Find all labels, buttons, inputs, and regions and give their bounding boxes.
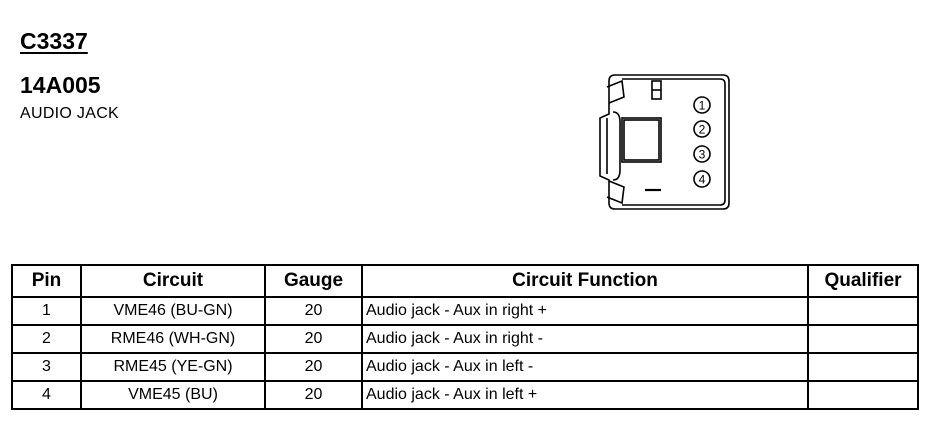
part-description: AUDIO JACK (20, 105, 120, 122)
table-header-row: Pin Circuit Gauge Circuit Function Quali… (11, 264, 919, 298)
pin-2-marker (693, 120, 711, 138)
qualifier-cell (807, 352, 919, 382)
gauge-cell: 20 (264, 352, 363, 382)
connector-face-diagram: 1 2 3 4 (599, 74, 730, 210)
function-cell: Audio jack - Aux in left + (361, 380, 809, 410)
upper-clip (606, 79, 625, 104)
header-pin: Pin (11, 264, 82, 298)
function-cell: Audio jack - Aux in left - (361, 352, 809, 382)
table-row: 1 VME46 (BU-GN) 20 Audio jack - Aux in r… (11, 296, 919, 326)
table-row: 4 VME45 (BU) 20 Audio jack - Aux in left… (11, 380, 919, 410)
qualifier-cell (807, 324, 919, 354)
locking-tab (606, 111, 621, 181)
circuit-cell: RME46 (WH-GN) (80, 324, 266, 354)
function-cell: Audio jack - Aux in right - (361, 324, 809, 354)
pin-1-marker (693, 96, 711, 114)
table-row: 2 RME46 (WH-GN) 20 Audio jack - Aux in r… (11, 324, 919, 354)
qualifier-cell (807, 380, 919, 410)
pin-3-marker (693, 145, 711, 163)
qualifier-cell (807, 296, 919, 326)
function-cell: Audio jack - Aux in right + (361, 296, 809, 326)
pin-table: Pin Circuit Gauge Circuit Function Quali… (11, 264, 919, 410)
gauge-cell: 20 (264, 380, 363, 410)
header-gauge: Gauge (264, 264, 363, 298)
table-row: 3 RME45 (YE-GN) 20 Audio jack - Aux in l… (11, 352, 919, 382)
header-circuit: Circuit (80, 264, 266, 298)
pin-4-marker (693, 170, 711, 188)
circuit-cell: RME45 (YE-GN) (80, 352, 266, 382)
pin-3-number: 3 (699, 148, 706, 162)
connector-housing-outline (599, 74, 730, 210)
lower-clip (606, 180, 625, 205)
latch-window (621, 117, 662, 163)
circuit-cell: VME46 (BU-GN) (80, 296, 266, 326)
part-number: 14A005 (20, 72, 101, 98)
pin-cell: 4 (11, 380, 82, 410)
header-circuit-function: Circuit Function (361, 264, 809, 298)
circuit-cell: VME45 (BU) (80, 380, 266, 410)
gauge-cell: 20 (264, 324, 363, 354)
connector-id: C3337 (20, 28, 88, 54)
header-qualifier: Qualifier (807, 264, 919, 298)
pin-cell: 3 (11, 352, 82, 382)
connector-inner-outline (622, 78, 726, 206)
pin-1-number: 1 (699, 99, 706, 113)
pin-2-number: 2 (699, 123, 706, 137)
pin-cell: 1 (11, 296, 82, 326)
gauge-cell: 20 (264, 296, 363, 326)
pin-cell: 2 (11, 324, 82, 354)
pin-4-number: 4 (699, 173, 706, 187)
